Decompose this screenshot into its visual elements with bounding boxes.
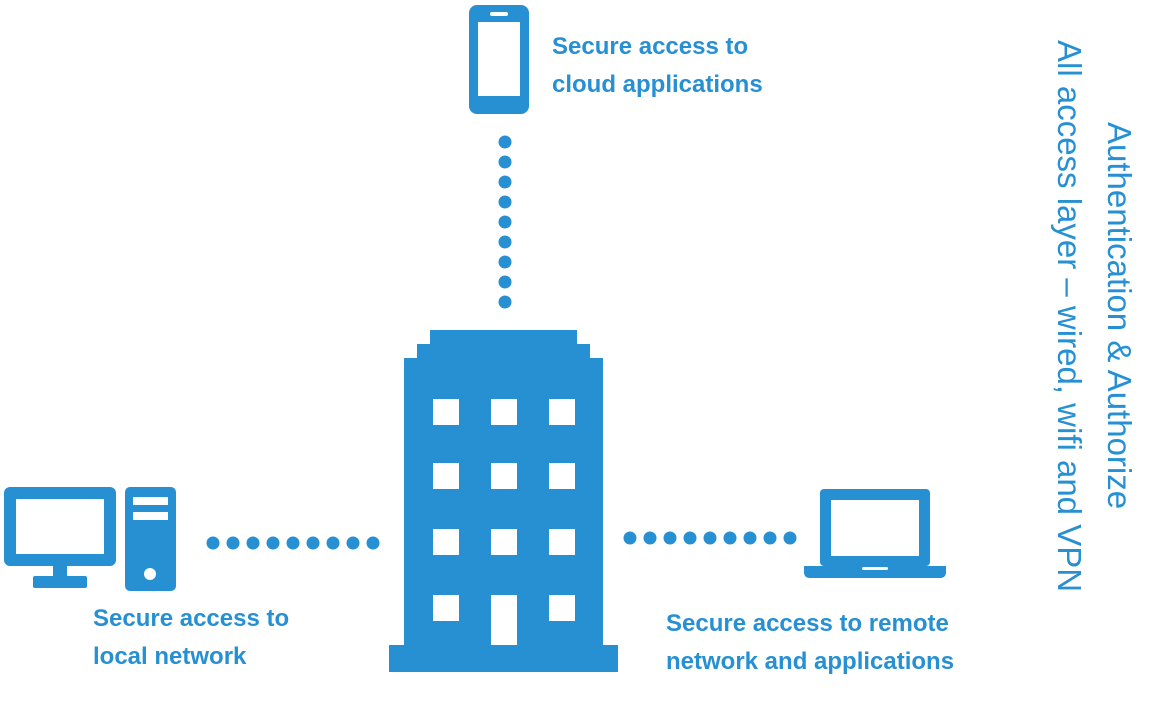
label-remote-line-1: Secure access to remote xyxy=(666,610,949,637)
desktop-computer-icon xyxy=(4,487,176,591)
label-cloud-line-2: cloud applications xyxy=(552,71,763,98)
side-text-access-layer: All access layer – wired, wifi and VPN xyxy=(1051,40,1088,593)
connector-dots-left xyxy=(206,536,380,550)
label-cloud-line-1: Secure access to xyxy=(552,33,749,60)
label-remote-access: Secure access to remote network and appl… xyxy=(666,605,954,681)
label-local-access: Secure access to local network xyxy=(93,600,289,676)
side-text-authentication: Authentication & Authorize xyxy=(1101,122,1138,510)
label-local-line-2: local network xyxy=(93,643,247,670)
label-cloud-access: Secure access to cloud applications xyxy=(552,28,763,104)
connector-dots-right xyxy=(623,531,797,545)
label-remote-line-2: network and applications xyxy=(666,648,955,675)
connector-dots-vertical xyxy=(498,135,512,309)
laptop-icon xyxy=(804,489,946,578)
smartphone-icon xyxy=(469,5,529,114)
office-building-icon xyxy=(389,330,618,672)
label-local-line-1: Secure access to xyxy=(93,605,290,632)
